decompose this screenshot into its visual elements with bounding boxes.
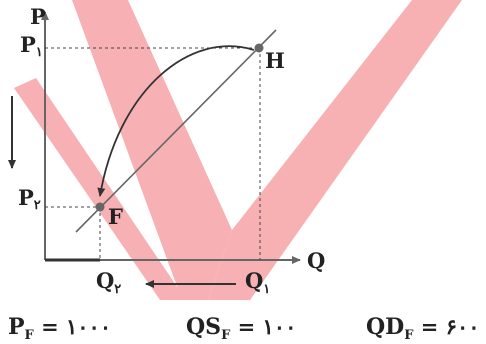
guide-lines: [45, 47, 261, 260]
q1-label: Q۱: [245, 268, 270, 297]
q2-label: Q۲: [96, 268, 121, 297]
curved-arrow: [97, 45, 255, 197]
equation-pf: PF = ۱۰۰۰: [8, 314, 111, 343]
p1-label: P۱: [20, 32, 43, 60]
x-axis-label: Q: [307, 248, 325, 273]
equation-qdf: QDF = ۶۰۰: [366, 314, 480, 343]
watermark-logo: [14, 0, 462, 300]
p2-label: P۲: [18, 185, 41, 213]
equation-qsf: QSF = ۱۰۰: [186, 314, 296, 343]
point-f-label: F: [108, 204, 123, 229]
y-axis-label: P: [30, 4, 46, 29]
point-h: [254, 43, 264, 53]
point-f: [95, 202, 105, 212]
supply-line: [75, 29, 277, 233]
point-h-label: H: [265, 48, 285, 73]
